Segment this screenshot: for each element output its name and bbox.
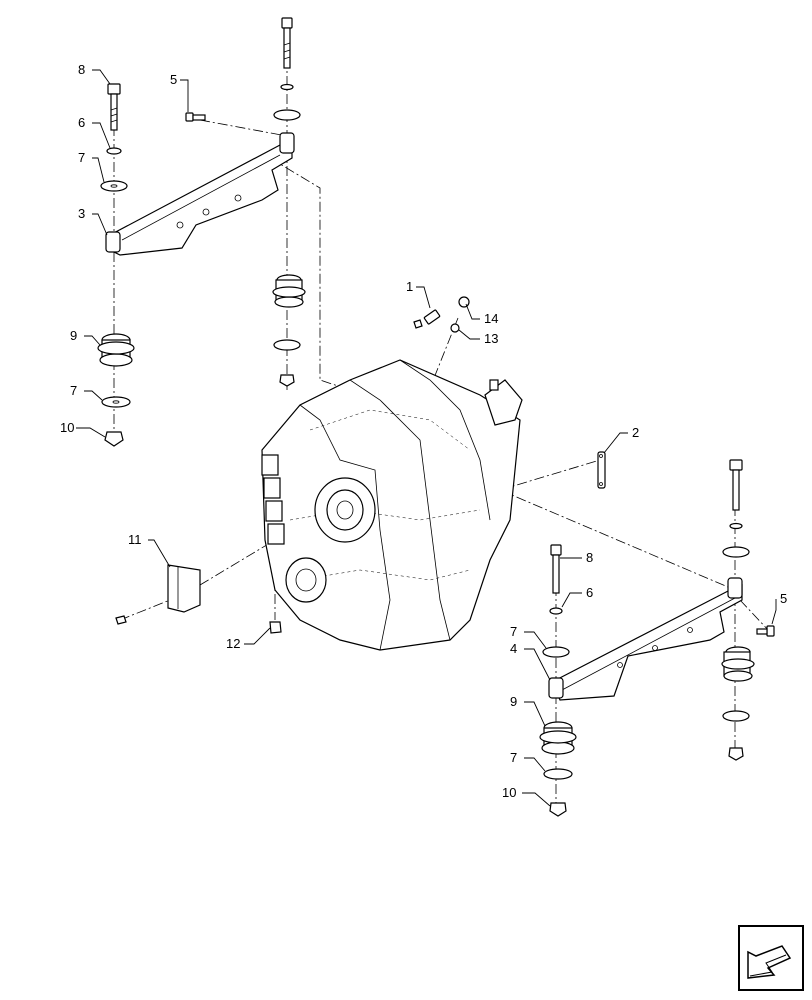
callout-labels: 8 5 6 7 3 9 7 10 1 14 13 2 11 12 8 6 5 7… — [60, 62, 787, 800]
clip-part-2 — [597, 451, 606, 489]
callout-8-lower: 8 — [586, 550, 593, 565]
callout-6-upper: 6 — [78, 115, 85, 130]
callout-10-upper: 10 — [60, 420, 74, 435]
callout-7-lower-lower: 7 — [510, 750, 517, 765]
callout-7-lower: 7 — [510, 624, 517, 639]
callout-9-lower: 9 — [510, 694, 517, 709]
lower-right-mount-bracket — [548, 577, 743, 701]
callout-13: 13 — [484, 331, 498, 346]
callout-5-lower: 5 — [780, 591, 787, 606]
callout-9-upper: 9 — [70, 328, 77, 343]
leader-lines — [76, 69, 777, 807]
callout-2: 2 — [632, 425, 639, 440]
callout-3: 3 — [78, 206, 85, 221]
callout-10-lower: 10 — [502, 785, 516, 800]
next-page-arrow-icon[interactable] — [738, 925, 804, 991]
callout-11: 11 — [128, 532, 142, 547]
callout-12: 12 — [226, 636, 240, 651]
callout-7-upper: 7 — [78, 150, 85, 165]
lower-right-hardware — [539, 459, 775, 817]
callout-6-lower: 6 — [586, 585, 593, 600]
fitting-parts — [413, 296, 470, 333]
callout-4: 4 — [510, 641, 517, 656]
callout-14: 14 — [484, 311, 498, 326]
callout-7-upper-lower: 7 — [70, 383, 77, 398]
callout-8-upper: 8 — [78, 62, 85, 77]
upper-left-mount-bracket — [105, 132, 295, 256]
callout-1: 1 — [406, 279, 413, 294]
callout-5-upper: 5 — [170, 72, 177, 87]
upper-left-hardware — [97, 83, 135, 447]
upper-center-hardware — [185, 17, 306, 387]
transmission-housing — [261, 359, 523, 651]
side-bracket-part-11 — [115, 564, 282, 634]
